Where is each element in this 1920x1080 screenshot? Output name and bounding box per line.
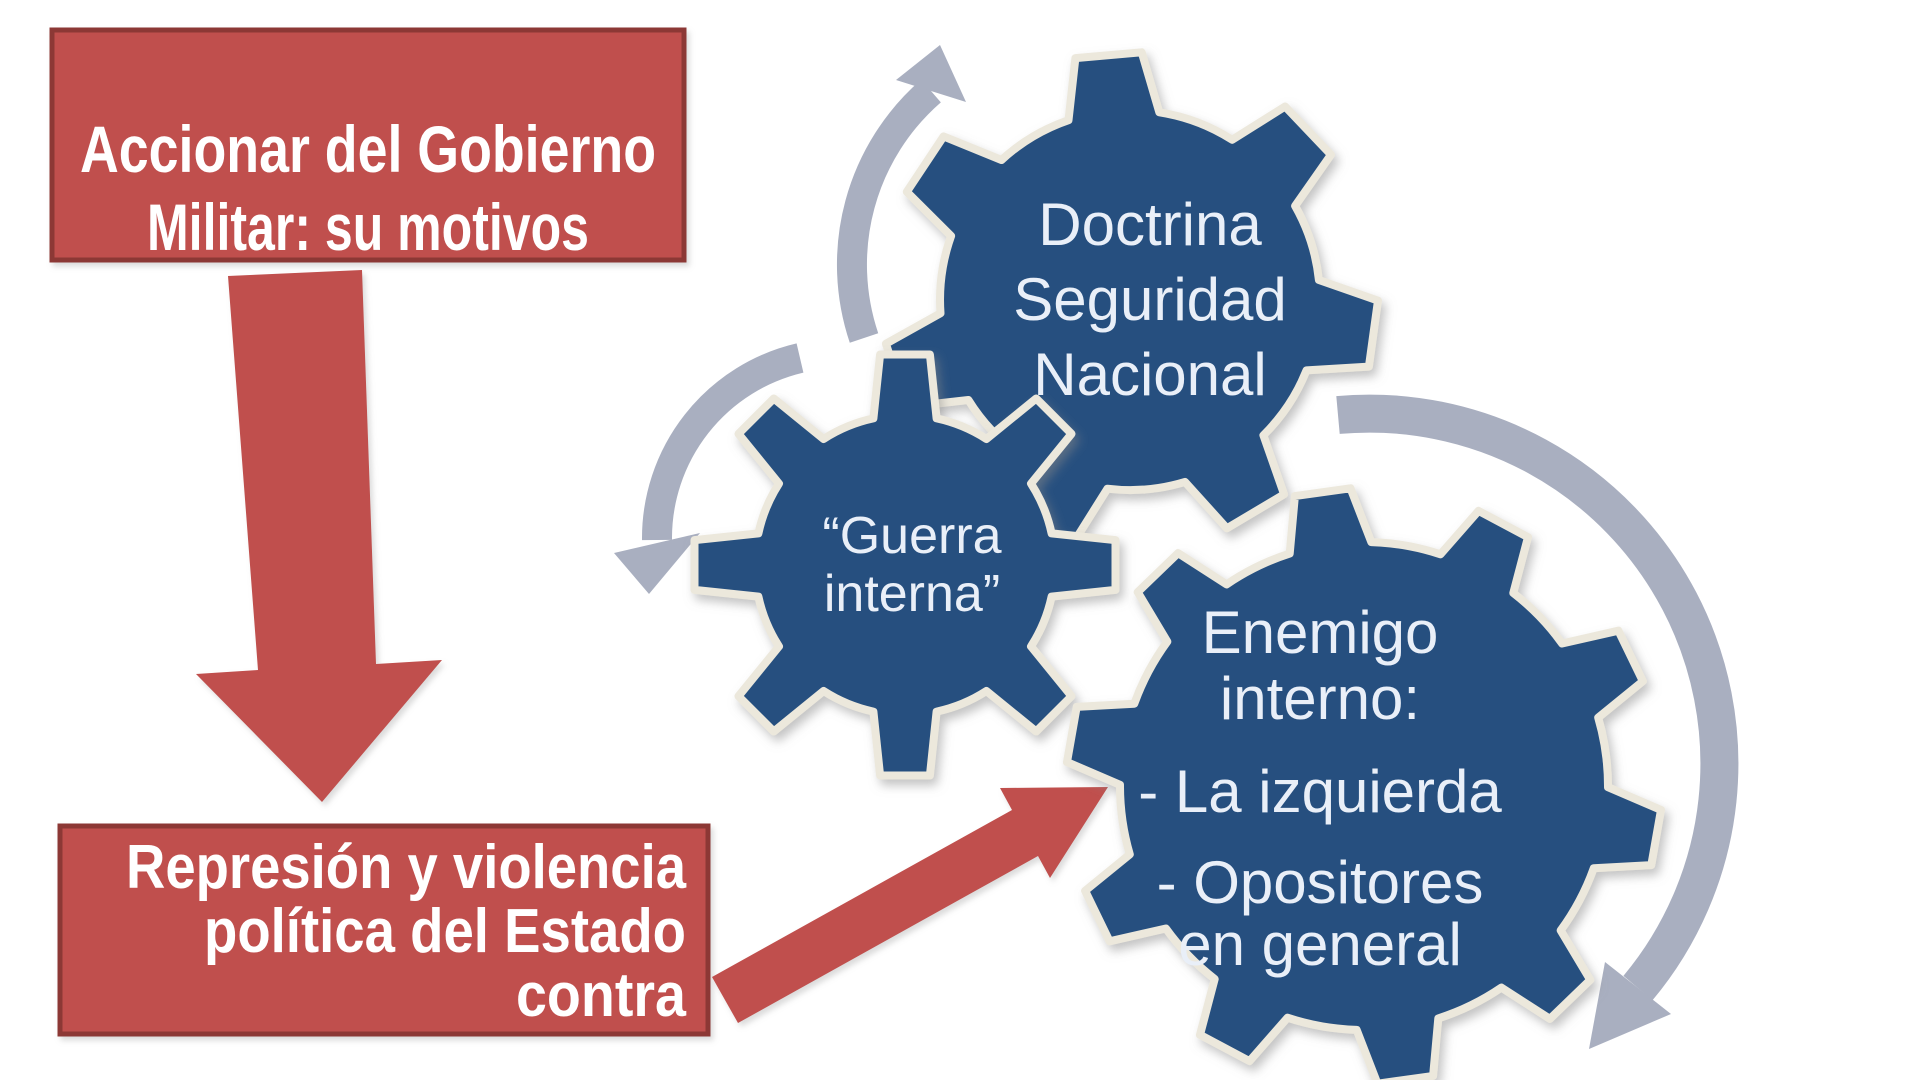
curved-arrow-up-icon [836, 79, 941, 343]
gear-guerra-label: “Guerra interna” [822, 507, 1001, 623]
gear-guerra-interna [690, 350, 1120, 780]
curved-arrow-clockwise-head-icon [1589, 962, 1671, 1049]
gear-enemigo-line-2: interno: [1220, 665, 1420, 732]
gear-enemigo-label: Enemigo interno: - La izquierda - Oposit… [1138, 599, 1502, 978]
title-line-1: Accionar del Gobierno [80, 112, 656, 186]
title-box [49, 27, 687, 263]
gear-enemigo-line-5: en general [1178, 911, 1462, 978]
gear-doctrina-line-3: Nacional [1033, 341, 1266, 408]
curved-arrow-down-head-icon [614, 533, 700, 594]
title-line-2: Militar: su motivos [147, 190, 589, 264]
curved-arrow-clockwise-icon [1336, 394, 1739, 1001]
result-line-3: contra [516, 961, 686, 1030]
flow-shapes [49, 27, 1108, 1037]
result-box-label: Represión y violencia política del Estad… [126, 833, 686, 1030]
title-box-label: Accionar del Gobierno Militar: su motivo… [80, 112, 656, 264]
gear-enemigo-line-4: - Opositores [1157, 849, 1484, 916]
result-line-2: política del Estado [204, 897, 686, 966]
gear-enemigo-line-3: - La izquierda [1138, 758, 1502, 825]
gears [690, 48, 1665, 1080]
curved-arrow-up-head-icon [896, 45, 966, 102]
gear-enemigo-line-1: Enemigo [1202, 599, 1439, 666]
diagonal-arrow [712, 787, 1108, 1023]
gear-doctrina-label: Doctrina Seguridad Nacional [1013, 191, 1287, 408]
gear-doctrina-line-1: Doctrina [1038, 191, 1262, 258]
gear-enemigo-interno [1063, 484, 1665, 1080]
gear-doctrina-line-2: Seguridad [1013, 266, 1287, 333]
curved-arrow-down-icon [641, 343, 804, 541]
gear-guerra-line-1: “Guerra [822, 507, 1001, 565]
gear-guerra-line-2: interna” [824, 565, 1000, 623]
result-box [57, 823, 711, 1037]
down-arrow [196, 270, 442, 802]
result-line-1: Represión y violencia [126, 833, 686, 902]
rotation-arrows [614, 45, 1739, 1049]
